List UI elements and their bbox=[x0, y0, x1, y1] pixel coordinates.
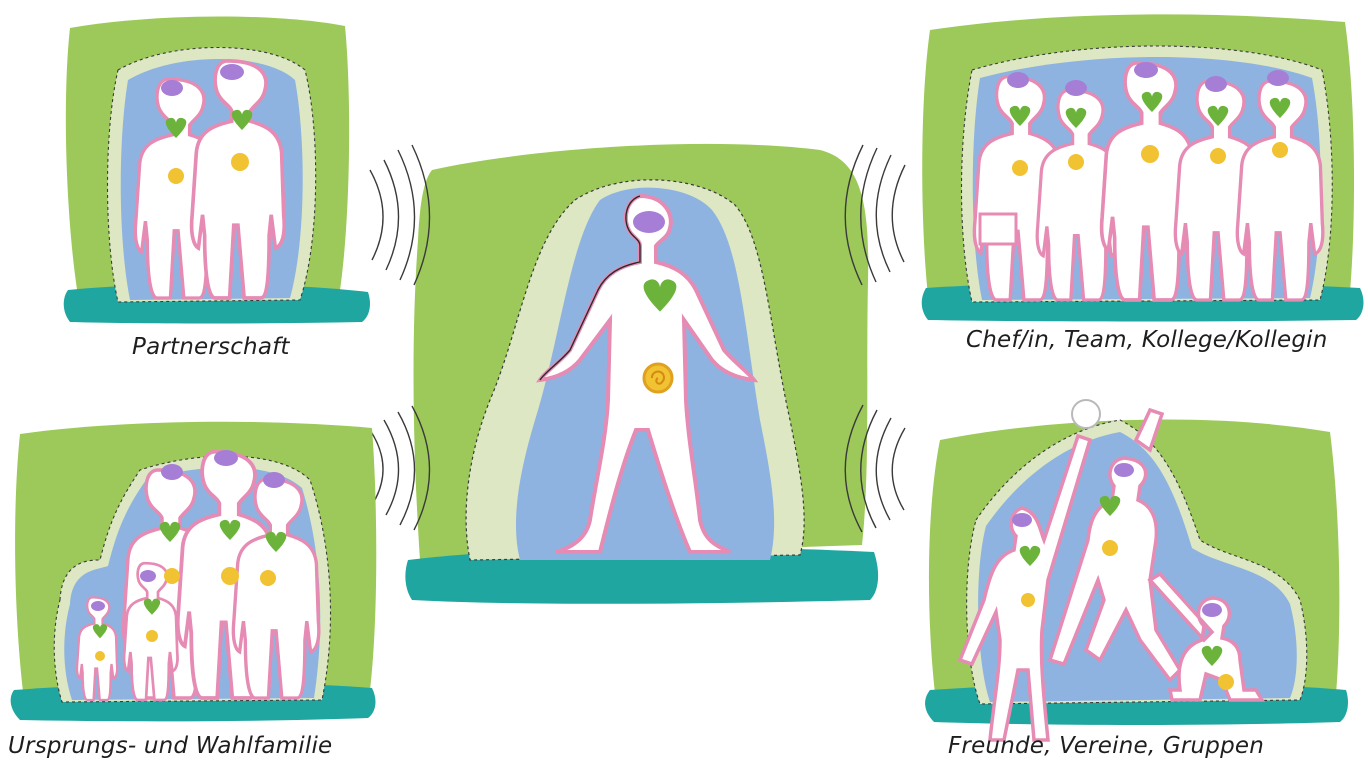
work-spiral-icon bbox=[1012, 160, 1028, 176]
family-panel bbox=[11, 422, 377, 722]
partner-woman-crown-icon bbox=[161, 80, 183, 96]
friends-panel bbox=[925, 400, 1348, 740]
work-crown-icon bbox=[1007, 72, 1029, 88]
family-crown-icon bbox=[161, 464, 183, 480]
family-caption: Ursprungs- und Wahlfamilie bbox=[8, 733, 332, 759]
center-crown-icon bbox=[633, 211, 665, 233]
briefcase-icon bbox=[980, 214, 1016, 244]
partnership-caption: Partnerschaft bbox=[132, 334, 290, 360]
work-caption: Chef/in, Team, Kollege/Kollegin bbox=[966, 327, 1328, 353]
friends-caption: Freunde, Vereine, Gruppen bbox=[948, 733, 1264, 759]
partnership-panel bbox=[64, 16, 370, 323]
partner-man-crown-icon bbox=[220, 64, 244, 80]
partner-man-spiral-icon bbox=[231, 153, 249, 171]
ball-icon bbox=[1072, 400, 1100, 428]
family-spiral-icon bbox=[164, 568, 180, 584]
friends-crown-icon bbox=[1012, 513, 1032, 527]
partner-woman-spiral-icon bbox=[168, 168, 184, 184]
work-panel bbox=[922, 14, 1364, 321]
friends-spiral-icon bbox=[1021, 593, 1035, 607]
center-panel bbox=[405, 144, 878, 604]
